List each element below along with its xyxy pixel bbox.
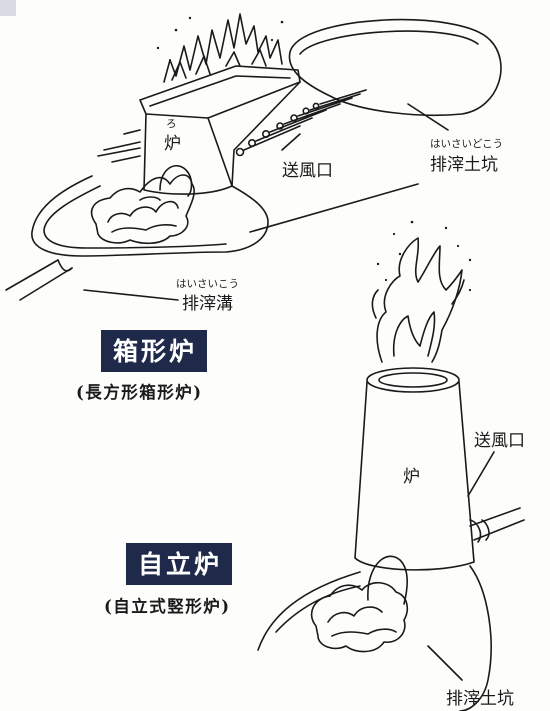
shaft-furnace-mouth	[367, 555, 409, 605]
box-flames	[163, 13, 283, 83]
box-slag-channel	[5, 259, 73, 301]
leader-slag-pit	[407, 103, 449, 131]
leader-channel	[83, 289, 179, 301]
shaft-flames	[376, 237, 463, 363]
leader-tuyere	[281, 133, 301, 151]
box-furnace-mouth	[159, 165, 193, 197]
box-tuyere-label: 送風口	[282, 161, 333, 181]
shaft-furnace-label: 炉	[403, 467, 420, 487]
corner-marker	[0, 0, 16, 16]
shaft-furnace-body	[354, 381, 475, 571]
box-slag-pit-shape	[288, 18, 502, 116]
box-furnace-label: 炉	[164, 134, 181, 154]
box-furnace-top	[139, 65, 301, 119]
box-furnace-ruby: ろ	[166, 118, 177, 130]
box-hearth-outline	[31, 175, 269, 257]
leader-shaft-slag-pit	[427, 645, 463, 681]
shaft-slag-pit-label: 排滓土坑	[446, 689, 514, 709]
box-slag-pit-ruby: はいさいどこう	[430, 138, 504, 150]
leader-hearth	[249, 183, 419, 233]
shaft-tuyere-pipe	[469, 507, 525, 541]
shaft-pit-outline	[257, 565, 492, 711]
shaft-furnace-top	[366, 367, 460, 393]
box-slag-channel-label: 排滓溝	[182, 294, 233, 314]
box-slag-channel-ruby: はいさいこう	[176, 278, 239, 290]
box-furnace-title: 箱形炉	[101, 330, 208, 372]
box-furnace-illustration	[5, 13, 502, 301]
shaft-furnace-subtitle: (自立式竪形炉)	[104, 597, 231, 616]
shaft-furnace-title: 自立炉	[126, 543, 233, 585]
spark-dots	[156, 16, 472, 292]
shaft-tuyere-label: 送風口	[474, 431, 525, 451]
shaft-slag-mass	[310, 581, 409, 653]
leader-shaft-tuyere	[467, 451, 495, 497]
shaft-furnace-illustration	[257, 237, 525, 711]
box-slag-mass	[90, 174, 195, 245]
box-furnace-subtitle: (長方形箱形炉)	[76, 383, 203, 402]
box-slag-pit-label: 排滓土坑	[430, 155, 498, 175]
